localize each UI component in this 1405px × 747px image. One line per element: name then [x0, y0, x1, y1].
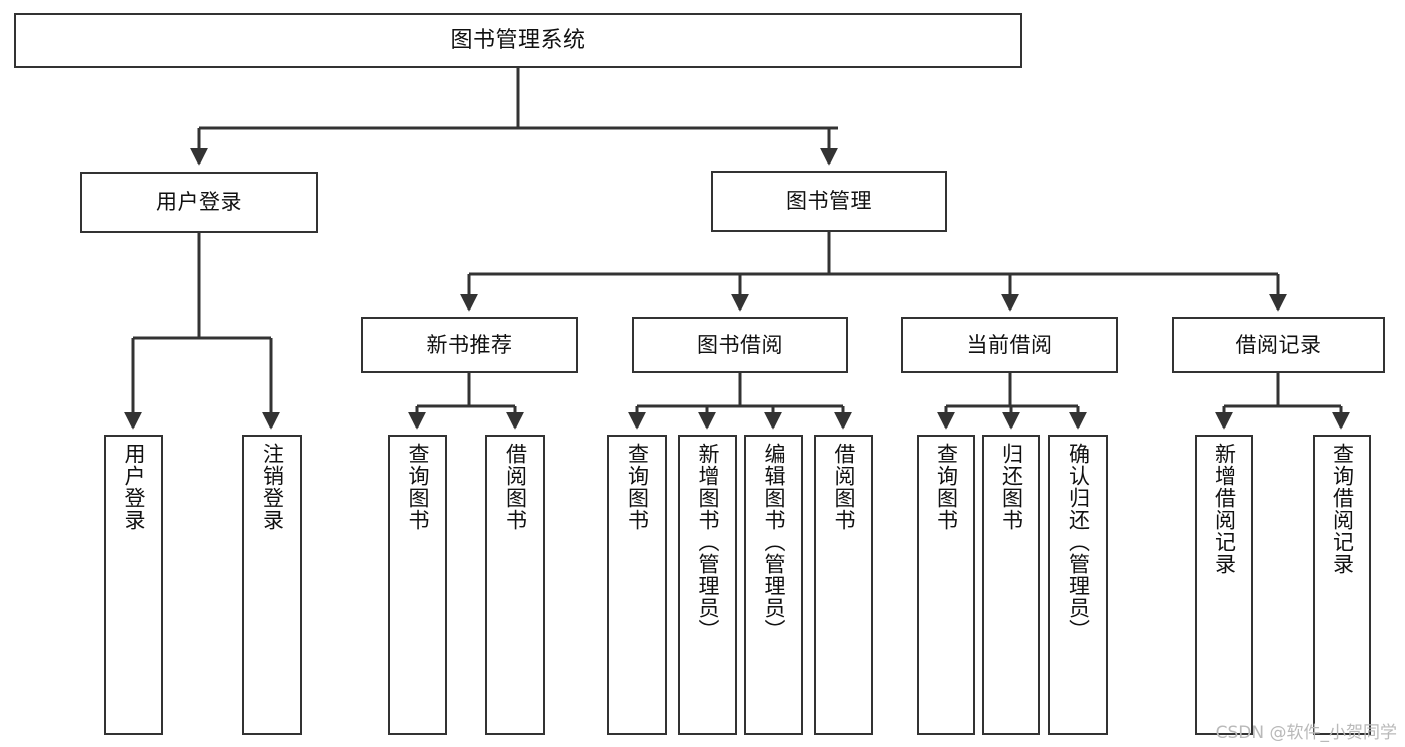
leaf-current-query-book[interactable]: 查询图书	[917, 435, 975, 735]
node-root-system[interactable]: 图书管理系统	[14, 13, 1022, 68]
node-current-borrow[interactable]: 当前借阅	[901, 317, 1118, 373]
leaf-borrow-borrow-book[interactable]: 借阅图书	[814, 435, 873, 735]
leaf-user-login-logout[interactable]: 注销登录	[242, 435, 302, 735]
leaf-current-confirm-return-admin[interactable]: 确认归还（管理员）	[1048, 435, 1108, 735]
leaf-record-query-record[interactable]: 查询借阅记录	[1313, 435, 1371, 735]
node-label: 用户登录	[156, 190, 242, 215]
node-label: 归还图书	[999, 443, 1024, 531]
node-label: 用户登录	[122, 443, 147, 531]
node-label: 新增借阅记录	[1212, 443, 1237, 575]
node-label: 图书管理系统	[450, 27, 586, 53]
node-user-login[interactable]: 用户登录	[80, 172, 318, 233]
leaf-recommend-query-book[interactable]: 查询图书	[388, 435, 447, 735]
leaf-recommend-borrow-book[interactable]: 借阅图书	[485, 435, 545, 735]
node-label: 新书推荐	[426, 332, 513, 357]
node-label: 编辑图书（管理员）	[762, 443, 787, 641]
leaf-borrow-edit-book-admin[interactable]: 编辑图书（管理员）	[744, 435, 803, 735]
node-label: 图书借阅	[697, 332, 783, 357]
node-new-book-recommend[interactable]: 新书推荐	[361, 317, 578, 373]
node-label: 注销登录	[260, 443, 285, 531]
leaf-user-login-login[interactable]: 用户登录	[104, 435, 163, 735]
node-label: 图书管理	[786, 189, 872, 214]
leaf-borrow-add-book-admin[interactable]: 新增图书（管理员）	[678, 435, 737, 735]
leaf-current-return-book[interactable]: 归还图书	[982, 435, 1040, 735]
node-book-management[interactable]: 图书管理	[711, 171, 947, 232]
node-label: 当前借阅	[966, 332, 1053, 357]
node-label: 查询图书	[406, 443, 431, 531]
node-borrow-record[interactable]: 借阅记录	[1172, 317, 1385, 373]
node-label: 新增图书（管理员）	[696, 443, 721, 641]
node-book-borrow[interactable]: 图书借阅	[632, 317, 848, 373]
node-label: 借阅图书	[832, 443, 857, 531]
node-label: 查询图书	[625, 443, 650, 531]
node-label: 确认归还（管理员）	[1066, 443, 1091, 641]
node-label: 借阅记录	[1235, 332, 1322, 357]
watermark-text: CSDN @软件_小贺同学	[1215, 723, 1397, 743]
leaf-borrow-query-book[interactable]: 查询图书	[607, 435, 667, 735]
leaf-record-add-record[interactable]: 新增借阅记录	[1195, 435, 1253, 735]
node-label: 查询图书	[934, 443, 959, 531]
node-label: 借阅图书	[503, 443, 528, 531]
node-label: 查询借阅记录	[1330, 443, 1355, 575]
